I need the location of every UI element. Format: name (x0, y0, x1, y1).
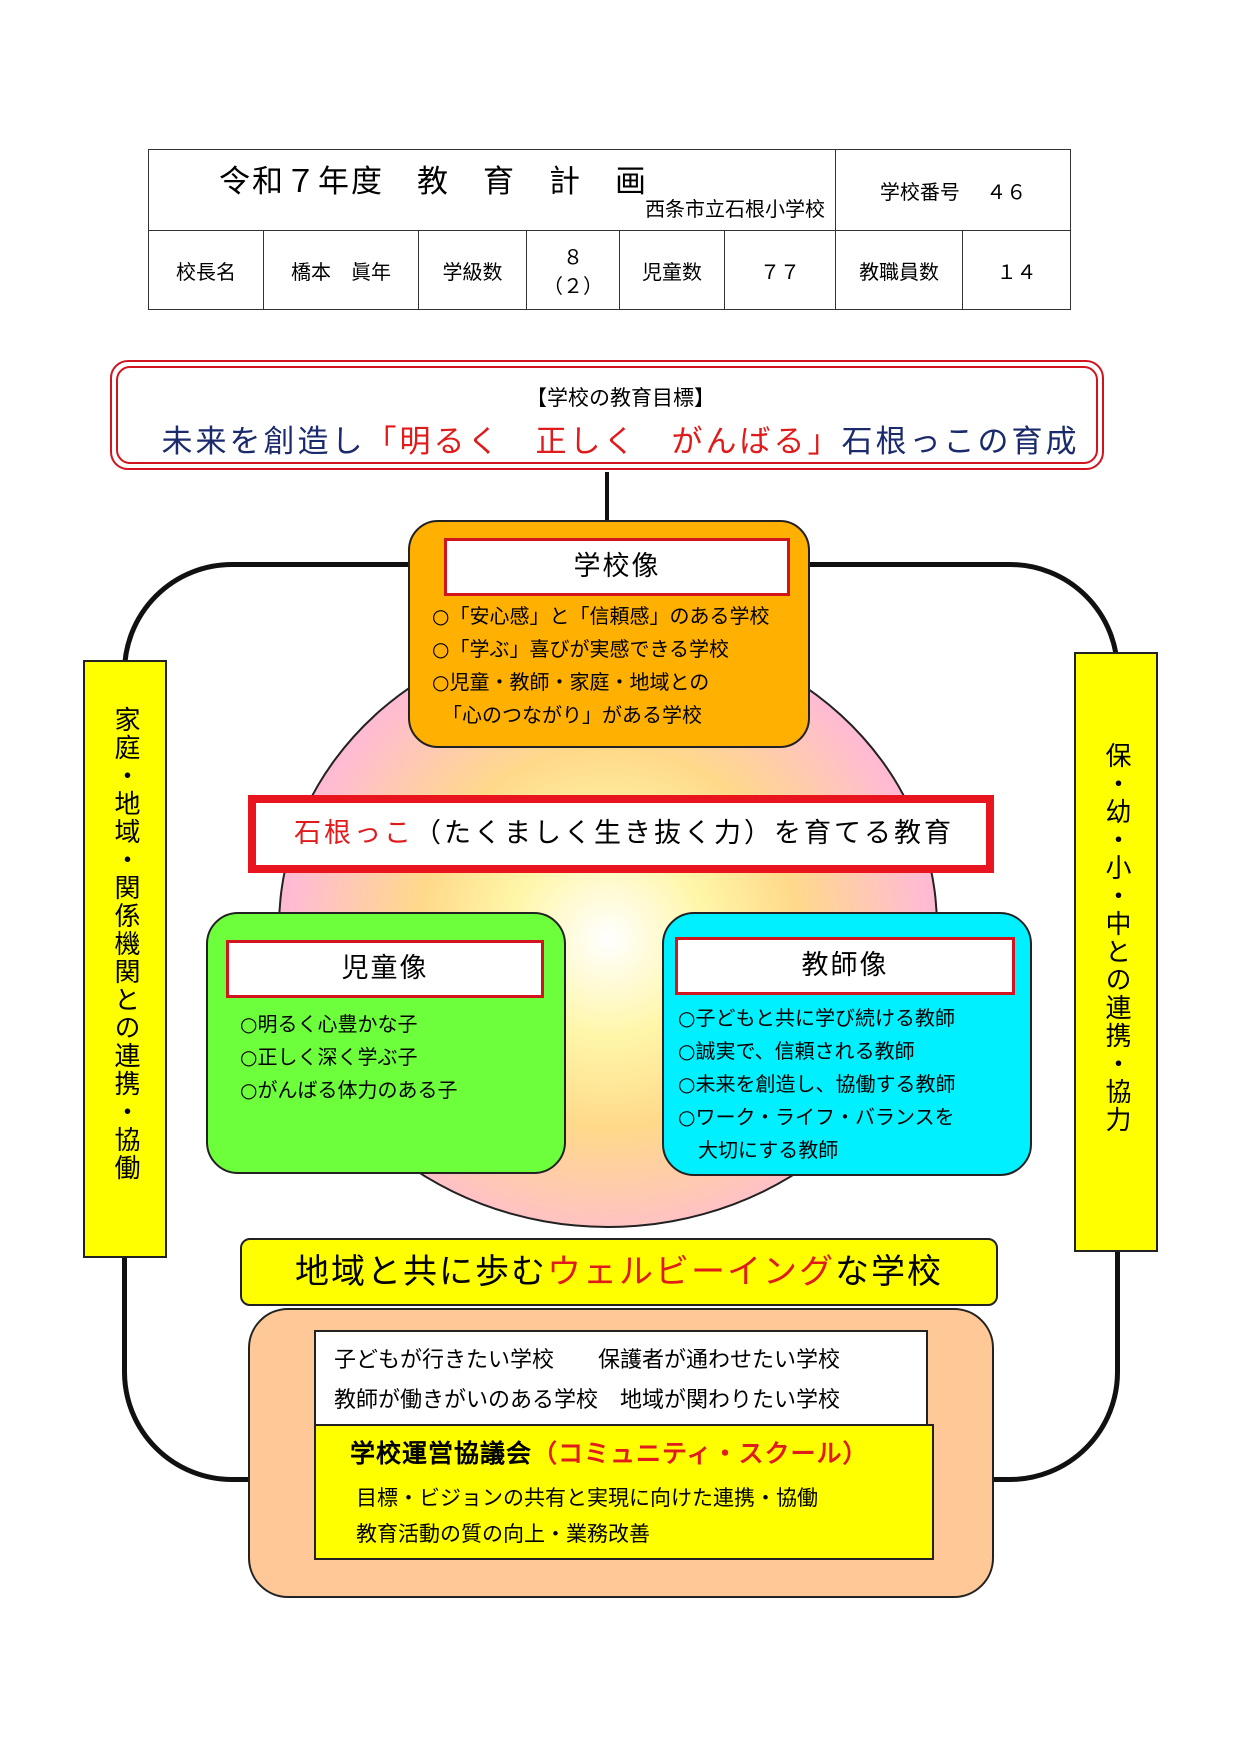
community-school-box: 学校運営協議会（コミュニティ・スクール） 目標・ビジョンの共有と実現に向けた連携… (314, 1424, 934, 1560)
goal-frame-inner (116, 366, 1098, 464)
side-right-text: 保・幼・小・中との連携・協力 (1101, 742, 1131, 1134)
child-vision-title: 児童像 (226, 940, 544, 998)
teacher-vision-title: 教師像 (675, 937, 1015, 995)
goal-frame-outer (110, 360, 1104, 470)
staff-label: 教職員数 (835, 230, 964, 310)
side-left-text: 家庭・地域・関係機関との連携・協働 (110, 706, 140, 1182)
list-item: ○「学ぶ」喜びが実感できる学校 (432, 637, 730, 661)
cs-title-main: 学校運営協議会 (350, 1439, 533, 1468)
goal-highlight: 「明るく 正しく がんばる」 (365, 424, 842, 460)
classes-value: ８ (563, 245, 583, 269)
connector-line (605, 472, 609, 520)
school-vision-title: 学校像 (444, 538, 790, 596)
school-name: 西条市立石根小学校 (645, 197, 826, 221)
side-box-right: 保・幼・小・中との連携・協力 (1074, 652, 1158, 1252)
list-item: ○ワーク・ライフ・バランスを (678, 1105, 955, 1129)
goal-suffix: 石根っこの育成 (841, 424, 1080, 460)
principal-label: 校長名 (148, 230, 264, 310)
school-ideals-box: 子どもが行きたい学校 保護者が通わせたい学校 教師が働きがいのある学校 地域が関… (314, 1330, 928, 1426)
students-value: ７７ (723, 230, 837, 310)
wellbeing-prefix: 地域と共に歩む (295, 1252, 547, 1292)
header-table: 令和７年度 教 育 計 画 西条市立石根小学校 学校番号 ４６ 校長名 橋本 眞… (147, 149, 1072, 310)
center-highlight: 石根っこ (294, 818, 414, 849)
side-box-left: 家庭・地域・関係機関との連携・協働 (83, 660, 167, 1258)
list-item: ○子どもと共に学び続ける教師 (678, 1006, 956, 1030)
ideals-line-2: 教師が働きがいのある学校 地域が関わりたい学校 (334, 1388, 841, 1413)
goal-statement: 未来を創造し「明るく 正しく がんばる」石根っこの育成 (0, 416, 1241, 461)
school-number: ４６ (986, 179, 1027, 204)
cs-item: 教育活動の質の向上・業務改善 (356, 1522, 650, 1546)
list-item: 大切にする教師 (678, 1138, 839, 1162)
principal-name: 橋本 眞年 (263, 230, 419, 310)
list-item: ○がんばる体力のある子 (240, 1078, 458, 1102)
school-vision-list: ○「安心感」と「信頼感」のある学校 ○「学ぶ」喜びが実感できる学校 ○児童・教師… (432, 600, 769, 732)
center-rest: （たくましく生き抜く力）を育てる教育 (414, 818, 954, 849)
list-item: ○誠実で、信頼される教師 (678, 1039, 915, 1063)
classes-cell: ８ （２） (526, 230, 620, 310)
list-item: ○明るく心豊かな子 (240, 1012, 418, 1036)
goal-prefix: 未来を創造し (161, 424, 366, 460)
center-banner: 石根っこ（たくましく生き抜く力）を育てる教育 (248, 795, 994, 873)
list-item: ○正しく深く学ぶ子 (240, 1045, 418, 1069)
plan-title: 令和７年度 教 育 計 画 (219, 164, 648, 200)
child-vision-list: ○明るく心豊かな子 ○正しく深く学ぶ子 ○がんばる体力のある子 (240, 1008, 457, 1107)
goal-label: 【学校の教育目標】 (526, 386, 715, 410)
wellbeing-highlight: ウェルビーイング (547, 1252, 835, 1292)
classes-label: 学級数 (418, 230, 527, 310)
school-number-label: 学校番号 (879, 179, 960, 204)
cs-title-paren: （コミュニティ・スクール） (532, 1439, 869, 1468)
wellbeing-suffix: な学校 (835, 1252, 943, 1292)
community-school-title: 学校運営協議会（コミュニティ・スクール） (350, 1434, 869, 1470)
classes-sub: （２） (543, 274, 603, 298)
list-item: 「心のつながり」がある学校 (432, 703, 702, 727)
teacher-vision-list: ○子どもと共に学び続ける教師 ○誠実で、信頼される教師 ○未来を創造し、協働する… (678, 1002, 955, 1167)
title-cell: 令和７年度 教 育 計 画 西条市立石根小学校 (147, 149, 837, 231)
wellbeing-banner: 地域と共に歩むウェルビーイングな学校 (240, 1238, 998, 1306)
school-number-cell: 学校番号 ４６ (835, 149, 1072, 231)
list-item: ○未来を創造し、協働する教師 (678, 1072, 956, 1096)
staff-value: １４ (962, 230, 1072, 310)
list-item: ○「安心感」と「信頼感」のある学校 (432, 604, 770, 628)
list-item: ○児童・教師・家庭・地域との (432, 670, 710, 694)
cs-item: 目標・ビジョンの共有と実現に向けた連携・協働 (356, 1486, 818, 1510)
ideals-line-1: 子どもが行きたい学校 保護者が通わせたい学校 (334, 1348, 841, 1373)
students-label: 児童数 (619, 230, 725, 310)
